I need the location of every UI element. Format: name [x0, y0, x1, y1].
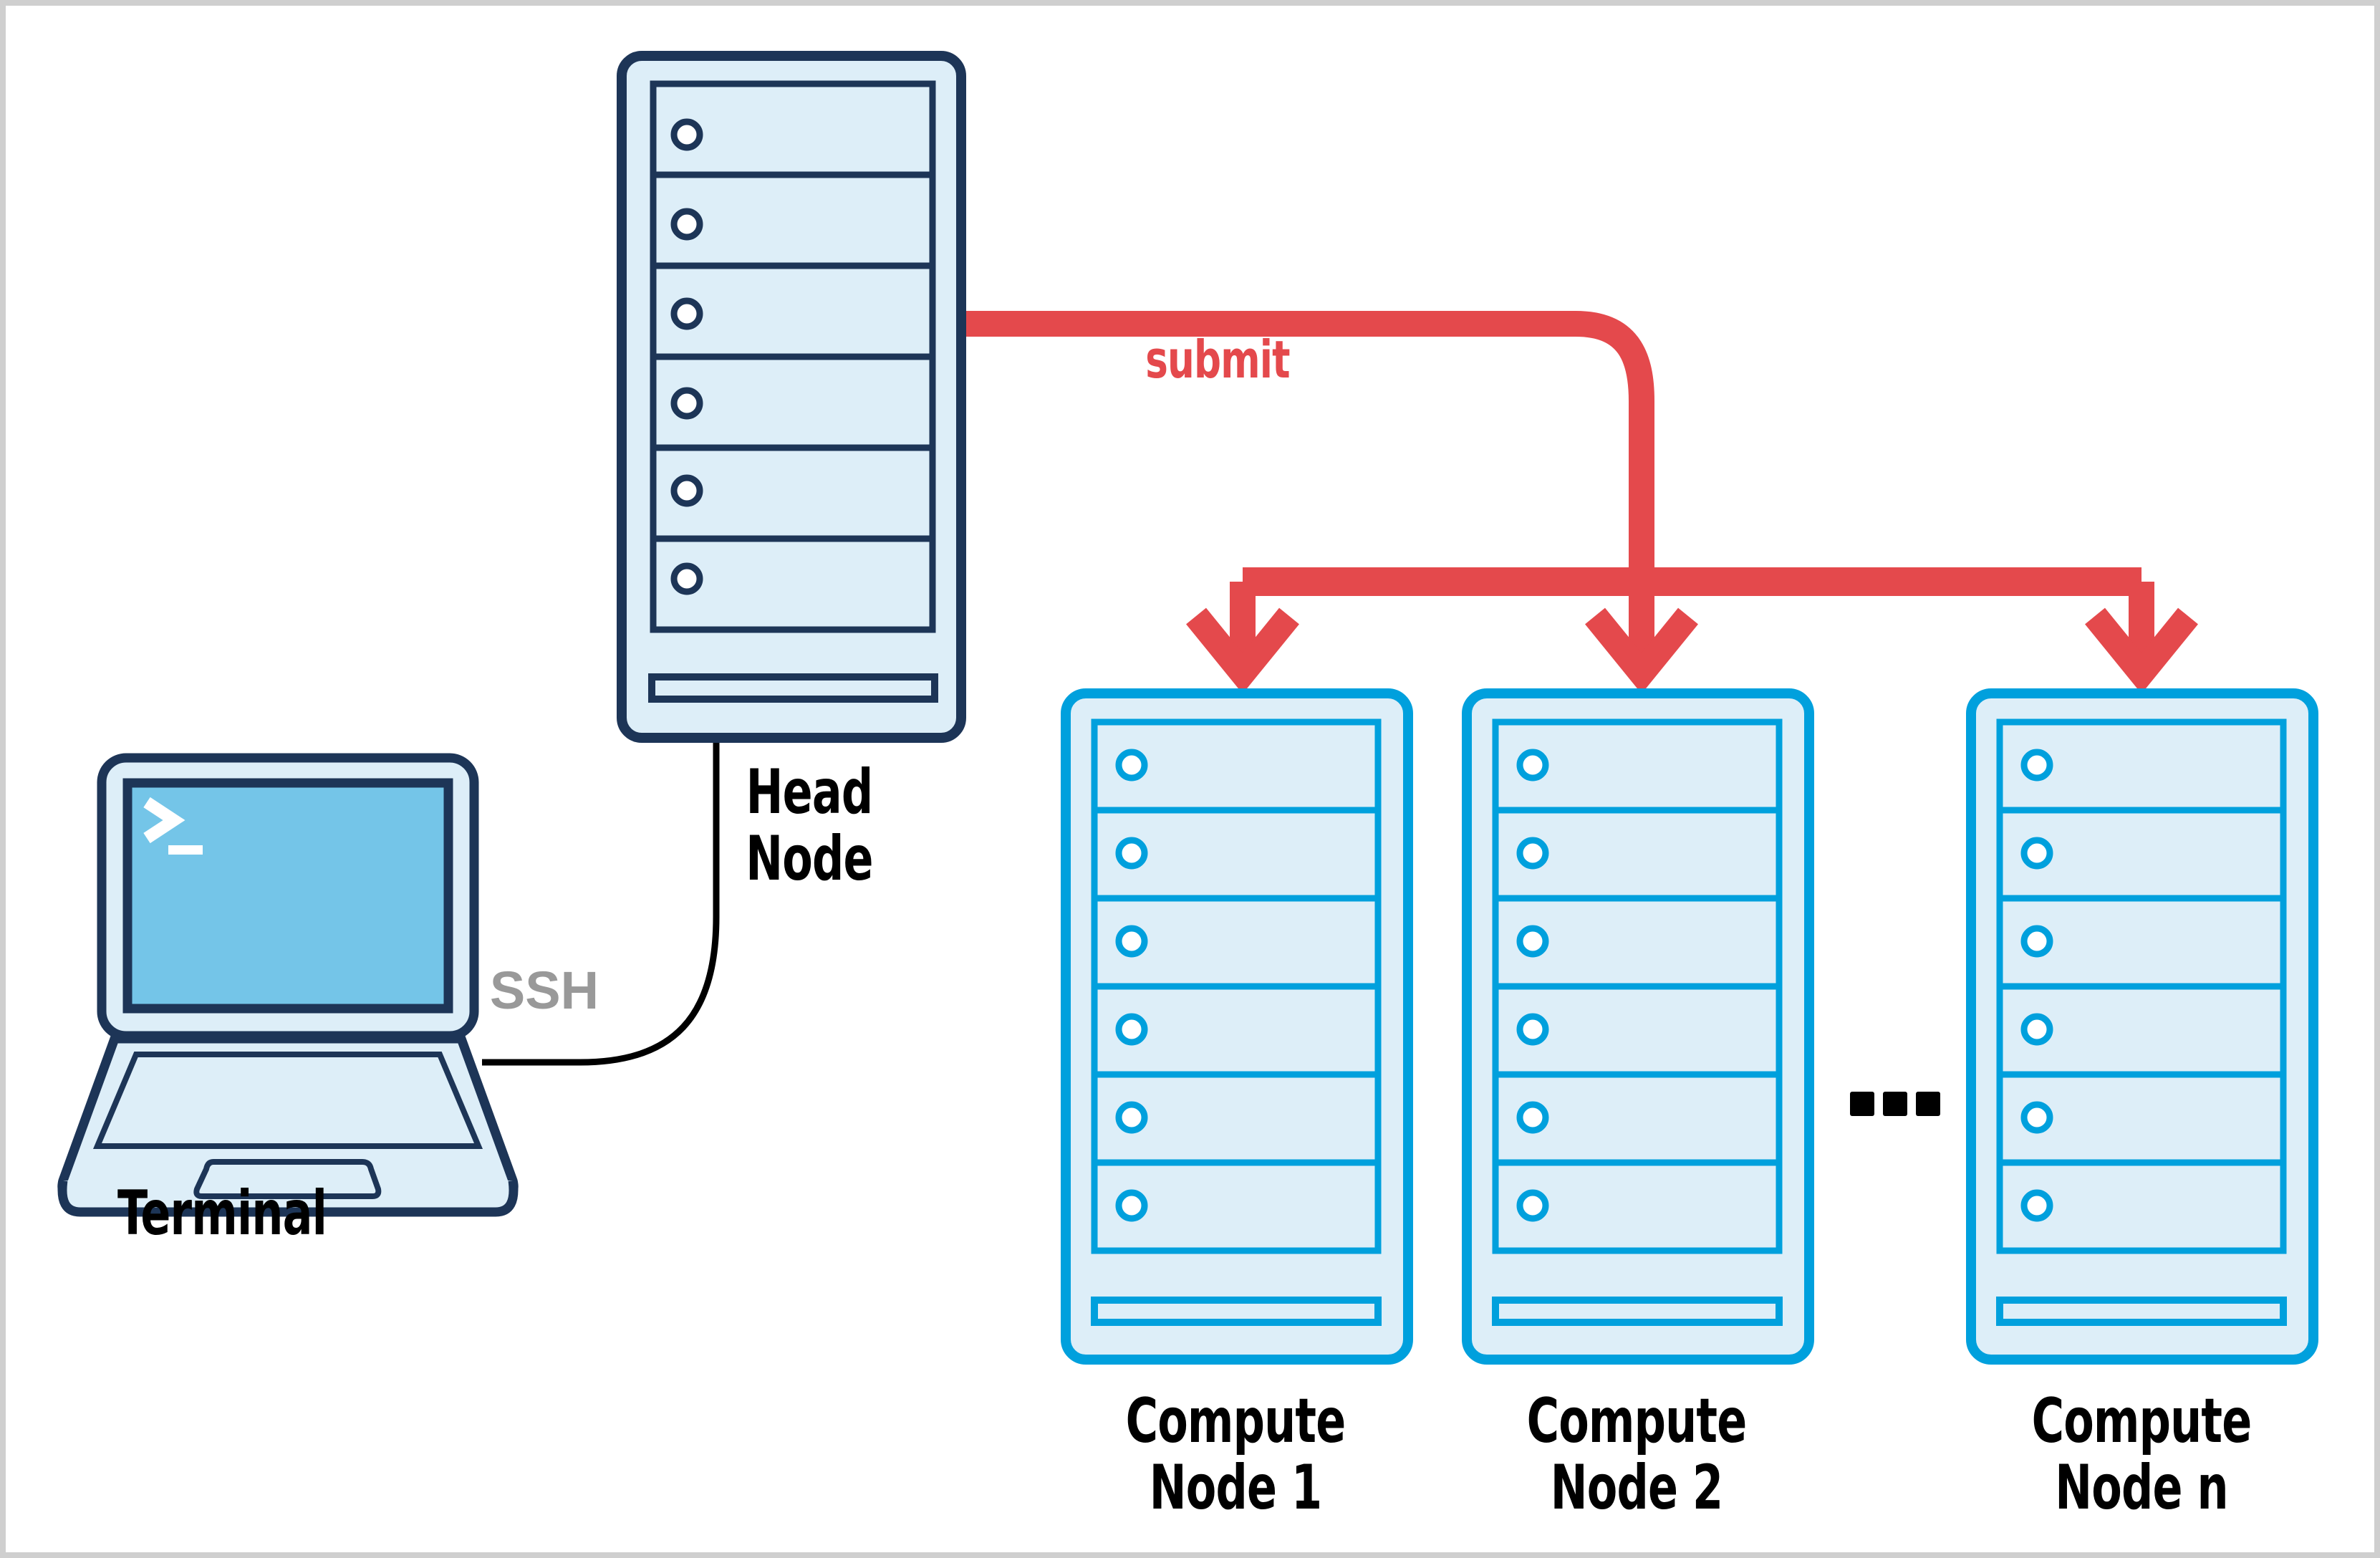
drive-led-icon	[1115, 1013, 1148, 1046]
drive-led-icon	[670, 208, 703, 241]
drive-led-icon	[1115, 1189, 1148, 1222]
drive-led-icon	[2020, 837, 2053, 870]
drive-led-icon	[670, 118, 703, 151]
drive-led-icon	[1516, 1013, 1549, 1046]
ellipsis-dot	[1883, 1092, 1907, 1116]
submit-connection-label: submit	[1145, 330, 1290, 390]
laptop-trackpad	[193, 1159, 382, 1199]
compute-node-optical-drive-slot	[1492, 1297, 1783, 1326]
rack-slot	[1091, 807, 1382, 902]
arrow-head-node3	[2085, 607, 2198, 694]
diagram-frame: Head Node Terminal Compute Node 1 Comput…	[6, 6, 2374, 1552]
drive-led-icon	[2020, 1101, 2053, 1134]
compute-node-1-label: Compute Node 1	[1125, 1385, 1346, 1524]
terminal-prompt-chevron-icon	[143, 797, 186, 844]
terminal-label: Terminal	[117, 1178, 327, 1249]
terminal-prompt-cursor-icon	[168, 845, 203, 855]
compute-node-drive-leds	[1115, 749, 1148, 1222]
submit-arrow-heads	[1186, 607, 2198, 694]
drive-led-icon	[1516, 837, 1549, 870]
compute-node-drive-leds	[1516, 749, 1549, 1222]
drive-led-icon	[1115, 837, 1148, 870]
drive-led-icon	[670, 387, 703, 420]
head-node-label: Head Node	[746, 756, 873, 895]
drive-led-icon	[1115, 1101, 1148, 1134]
terminal-laptop-icon[interactable]	[6, 6, 2374, 1552]
head-node-optical-drive-slot	[648, 673, 938, 703]
compute-node-drive-leds	[2020, 749, 2053, 1222]
drive-led-icon	[1115, 749, 1148, 782]
compute-node-optical-drive-slot	[1996, 1297, 2287, 1326]
head-node-icon[interactable]	[6, 6, 2374, 1552]
compute-node-n-label: Compute Node n	[2031, 1385, 2253, 1524]
drive-led-icon	[670, 297, 703, 330]
drive-led-icon	[1516, 749, 1549, 782]
drive-led-icon	[2020, 749, 2053, 782]
compute-node-rack-slots	[1996, 718, 2287, 1254]
drive-led-icon	[2020, 925, 2053, 958]
drive-led-icon	[670, 474, 703, 507]
arrow-head-node1	[1186, 607, 1299, 694]
drive-led-icon	[1516, 1101, 1549, 1134]
drive-led-icon	[2020, 1189, 2053, 1222]
drive-led-icon	[2020, 1013, 2053, 1046]
connections-layer	[482, 738, 720, 1066]
drive-led-icon	[1516, 1189, 1549, 1222]
ellipsis-dot	[1916, 1092, 1940, 1116]
diagram-stage: Head Node Terminal Compute Node 1 Comput…	[6, 6, 2374, 1552]
compute-node-n-icon[interactable]	[6, 6, 2374, 1552]
compute-node-1-icon[interactable]	[6, 6, 2374, 1552]
laptop-keyboard	[92, 1052, 483, 1149]
drive-led-icon	[1115, 925, 1148, 958]
submit-arrow-trunk	[963, 311, 2154, 673]
ssh-cable-line	[482, 738, 720, 1066]
compute-node-2-icon[interactable]	[6, 6, 2374, 1552]
ssh-connection-label: SSH	[489, 961, 599, 1020]
compute-node-optical-drive-slot	[1091, 1297, 1382, 1326]
ellipsis-dot	[1850, 1092, 1874, 1116]
drive-led-icon	[670, 562, 703, 595]
submit-arrows-layer	[963, 311, 2198, 694]
compute-node-2-label: Compute Node 2	[1526, 1385, 1748, 1524]
arrow-head-node2	[1585, 607, 1698, 694]
drive-led-icon	[1516, 925, 1549, 958]
head-node-drive-leds	[670, 118, 703, 595]
head-node-rack-slots	[650, 80, 936, 633]
